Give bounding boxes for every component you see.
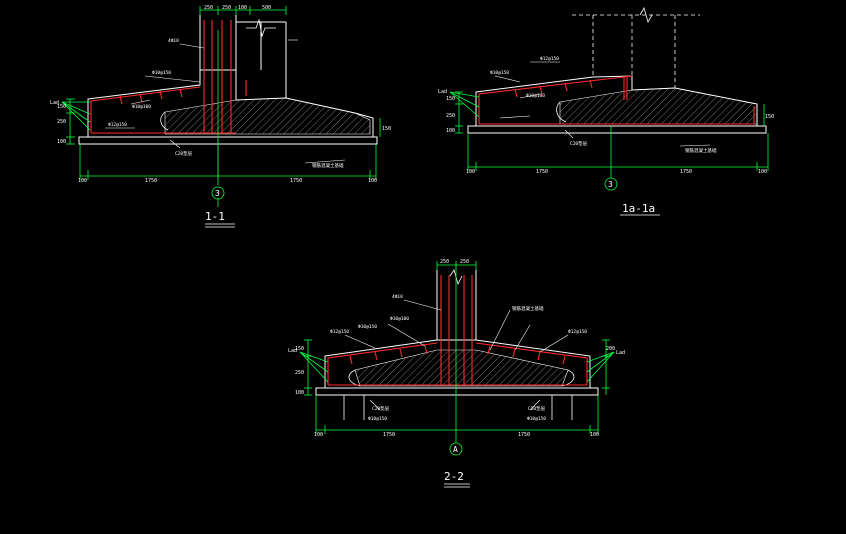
section-1-1: 250 250 100 500 Lad 150 250 100 150 100 …: [50, 5, 391, 228]
footing-hatch: [164, 97, 371, 135]
leader-lines: [105, 39, 346, 164]
bottom-dim-4: 100: [758, 169, 767, 175]
leader-lines: [494, 61, 711, 147]
bottom-dim-2: 1750: [383, 432, 395, 438]
side-dim-lad: Lad: [288, 348, 297, 354]
right-dim-lad: Lad: [616, 350, 625, 356]
side-dim-lad: Lad: [438, 89, 447, 95]
side-dim-lad: Lad: [50, 100, 59, 106]
side-dim-1: 150: [57, 104, 66, 110]
top-dim-2: 250: [460, 259, 469, 265]
break-symbol: [246, 18, 276, 38]
note-blinding: C20垫层: [175, 150, 193, 157]
dimension-lines: [449, 91, 769, 178]
blinding-layer: [315, 387, 599, 396]
top-dim-1: 250: [440, 259, 449, 265]
dimension-lines: [61, 6, 381, 207]
note-bottom-bars-left: Ф12@150: [330, 329, 349, 335]
note-blinding-left: C20垫层: [372, 405, 390, 412]
bottom-dim-3: 1750: [290, 178, 302, 184]
note-bottom-bars: Ф12@150: [540, 56, 559, 62]
bottom-dim-1: 100: [78, 178, 87, 184]
note-stirrup: Ф10@100: [390, 316, 409, 322]
note-footing: 钢筋混凝土基础: [685, 147, 717, 154]
note-blinding-right: C20垫层: [528, 405, 546, 412]
cut-line: [556, 101, 567, 123]
rebar-group: [90, 20, 247, 134]
section-title: 1a-1a: [622, 202, 655, 215]
top-dim-2: 250: [222, 5, 231, 11]
axis-label: 3: [608, 180, 613, 189]
note-slope-bars: Ф10@150: [490, 70, 509, 76]
side-dim-2: 250: [57, 119, 66, 125]
axis-bubble: [211, 186, 225, 200]
note-stirrup: Ф10@150: [152, 70, 171, 76]
bottom-dim-2: 1750: [536, 169, 548, 175]
section-2-2: 250 250 Lad 150 250 100 200 Lad 100 1750…: [288, 259, 625, 488]
note-pier-bars-right: Ф10@150: [527, 416, 546, 422]
rebar-group: [327, 275, 588, 386]
top-dim-1: 250: [204, 5, 213, 11]
column-dashed-outline: [572, 14, 700, 88]
right-dim: 150: [382, 126, 391, 132]
top-dim-4: 500: [262, 5, 271, 11]
bottom-dim-3: 1750: [680, 169, 692, 175]
side-dim-3: 100: [295, 390, 304, 396]
right-dim-1: 200: [606, 346, 615, 352]
cut-line: [160, 111, 169, 131]
bottom-dim-3: 1750: [518, 432, 530, 438]
column-outline: [199, 15, 287, 98]
note-bottom-bars: Ф12@150: [108, 122, 127, 128]
side-dim-1: 150: [295, 346, 304, 352]
section-title: 1-1: [205, 210, 225, 223]
side-dim-3: 100: [446, 128, 455, 134]
note-stirrup: Ф10@100: [526, 93, 545, 99]
top-dim-3: 100: [238, 5, 247, 11]
side-dim-2: 250: [295, 370, 304, 376]
rebar-group: [478, 75, 755, 125]
footing-hatch: [559, 87, 758, 125]
section-title: 2-2: [444, 470, 464, 483]
pier-outlines: [343, 395, 573, 420]
side-dim-3: 100: [57, 139, 66, 145]
break-symbol: [639, 6, 653, 24]
bottom-dim-1: 100: [314, 432, 323, 438]
note-blinding: C20垫层: [570, 140, 588, 147]
note-slope-bars-left: Ф10@150: [358, 324, 377, 330]
note-pier-bars-left: Ф10@150: [368, 416, 387, 422]
axis-bubble: [449, 442, 463, 456]
side-dim-1: 150: [446, 96, 455, 102]
blinding-layer: [467, 125, 767, 134]
note-main-bars: 4Ф18: [392, 294, 403, 300]
note-main-bars: 4Ф18: [168, 38, 179, 44]
bottom-dim-1: 100: [466, 169, 475, 175]
axis-bubble: [604, 177, 618, 191]
footing-hatch: [354, 349, 569, 387]
axis-label: A: [453, 445, 458, 454]
blinding-layer: [78, 136, 378, 145]
column-outline: [436, 270, 477, 340]
bottom-dim-2: 1750: [145, 178, 157, 184]
dimension-lines: [299, 261, 615, 443]
note-footing: 钢筋混凝土基础: [512, 305, 544, 312]
side-dim-2: 250: [446, 113, 455, 119]
note-footing: 钢筋混凝土基础: [312, 162, 344, 169]
note-bottom-bars-right: Ф12@150: [568, 329, 587, 335]
bottom-dim-4: 100: [368, 178, 377, 184]
bottom-dim-4: 100: [590, 432, 599, 438]
axis-label: 3: [215, 189, 220, 198]
note-slope-bars: Ф10@100: [132, 104, 151, 110]
right-dim: 150: [765, 114, 774, 120]
leader-lines: [344, 299, 569, 411]
section-1a-1a: Lad 150 250 100 150 100 1750 1750 100 Ф1…: [438, 6, 774, 216]
